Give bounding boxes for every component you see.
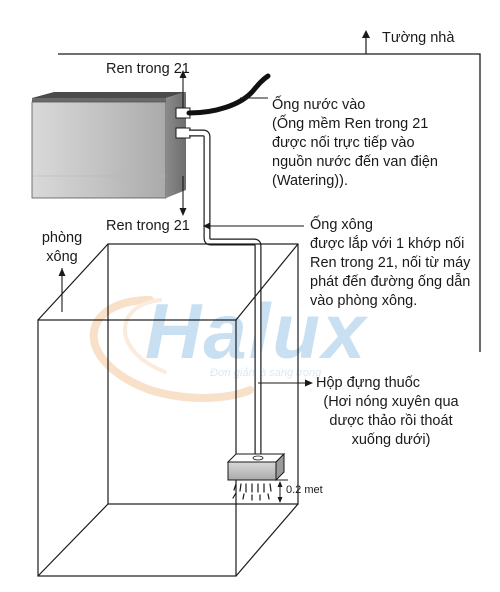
watermark-slogan: Đơn giản là sang trọng xyxy=(210,367,322,379)
steam-room-label: phòng xông xyxy=(30,229,94,267)
wall-arrow-head xyxy=(362,30,370,38)
water-inlet-line-4: nguồn nước đến van điện xyxy=(272,154,438,170)
herb-box-line-4: xuống dưới) xyxy=(351,432,431,448)
steam-pipe-leader-head xyxy=(203,222,210,230)
generator-front-face xyxy=(31,101,167,199)
steam-room-cube xyxy=(37,243,299,577)
herb-box-side xyxy=(275,452,285,482)
water-inlet-line-3: được nối trực tiếp vào xyxy=(272,135,415,151)
steam-pipe-line-1: Ống xông xyxy=(310,217,373,233)
steam-generator-box xyxy=(31,92,186,199)
herb-box-description: (Hơi nóng xuyên qua dược thảo rồi thoát … xyxy=(306,393,476,450)
thread-bottom-label: Ren trong 21 xyxy=(106,218,190,234)
water-inlet-line-1: Ống nước vào xyxy=(272,97,366,113)
thread-bottom-arrow-head xyxy=(179,208,187,216)
steam-pipe-line-3: Ren trong 21, nối từ máy xyxy=(310,255,471,271)
water-hose xyxy=(186,73,271,116)
herb-box-line-2: (Hơi nóng xuyên qua xyxy=(323,394,459,410)
steam-pipe-label: Ống xông được lắp với 1 khớp nối Ren tro… xyxy=(310,216,470,311)
watermark-swoosh-inner xyxy=(123,298,167,374)
water-inlet-line-2: (Ống mềm Ren trong 21 xyxy=(272,116,429,132)
room-front-face xyxy=(37,319,237,577)
watermark-swoosh xyxy=(89,296,254,402)
generator-top-face xyxy=(32,92,186,98)
steam-outlet-fitting xyxy=(175,127,191,139)
herb-box-leader-head xyxy=(305,379,313,387)
steam-room-line-2: xông xyxy=(46,249,78,265)
distance-arrow-down xyxy=(277,497,283,503)
house-wall-line xyxy=(58,53,481,352)
water-inlet-label: Ống nước vào (Ống mềm Ren trong 21 được … xyxy=(272,96,438,191)
steam-pipe-inner xyxy=(189,130,261,462)
thread-top-label: Ren trong 21 xyxy=(106,61,190,77)
herb-box-line-3: dược thảo rồi thoát xyxy=(329,413,453,429)
steam-room-line-1: phòng xyxy=(41,230,83,246)
wall-label: Tường nhà xyxy=(382,30,455,46)
room-back-face xyxy=(107,243,299,505)
distance-arrow-up xyxy=(277,481,283,487)
herb-box xyxy=(226,452,286,482)
distance-label: 0.2 met xyxy=(286,484,323,496)
herb-box-inlet xyxy=(252,455,264,461)
herb-box-front xyxy=(227,461,277,481)
steam-pipe-line-4: phát đến đường ống dẫn xyxy=(310,274,471,290)
room-label-arrow-head xyxy=(58,268,66,276)
thread-top-arrow-head xyxy=(179,70,187,78)
steam-pipe-line-5: vào phòng xông. xyxy=(310,293,418,309)
steam-pipe-line-2: được lắp với 1 khớp nối xyxy=(310,236,465,252)
steam-outflow-marks xyxy=(232,483,272,501)
herb-box-label: Hộp đựng thuốc xyxy=(316,374,420,393)
water-inlet-line-5: (Watering)). xyxy=(272,173,348,189)
herb-box-line-1: Hộp đựng thuốc xyxy=(316,375,421,391)
